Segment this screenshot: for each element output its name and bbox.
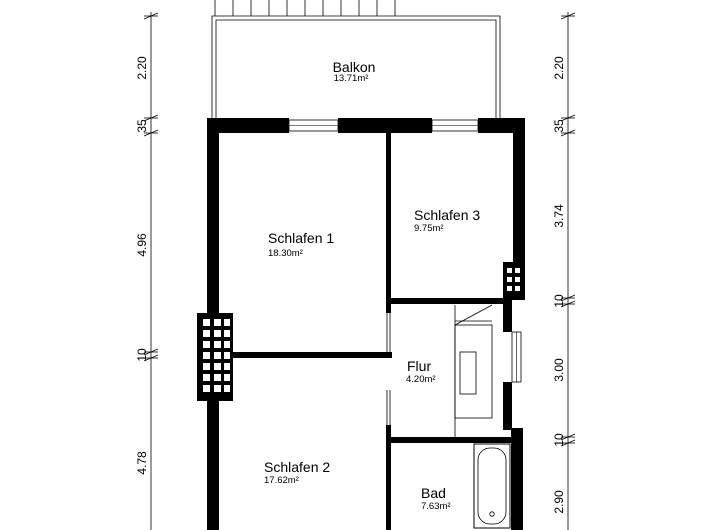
room-name-balkon: Balkon [333, 59, 376, 75]
room-name-bad: Bad [421, 485, 446, 501]
bathtub [473, 443, 511, 529]
door-openings [386, 299, 444, 442]
dim-right-1: 2.20 [552, 56, 566, 80]
room-area-schlafen-2: 17.62m² [264, 475, 299, 486]
dim-left-3: 4.96 [135, 233, 149, 257]
dimension-chain-right: 2.20 35 3.74 10 3.00 10 2.90 [552, 12, 576, 530]
windows [288, 119, 522, 383]
dimension-chain-left: 2.20 35 4.96 10 4.78 [135, 12, 159, 530]
dim-left-2: 35 [135, 119, 149, 133]
room-area-schlafen-1: 18.30m² [268, 248, 303, 259]
interior-walls [232, 133, 512, 530]
chimney-right [507, 268, 520, 291]
dim-right-5: 3.00 [552, 358, 566, 382]
balcony-railing [214, 0, 396, 16]
dim-left-5: 4.78 [135, 451, 149, 475]
room-area-flur: 4.20m² [406, 374, 436, 385]
dim-right-3: 3.74 [552, 204, 566, 228]
dim-left-4: 10 [135, 348, 149, 362]
room-name-schlafen-2: Schlafen 2 [264, 459, 330, 475]
room-area-schlafen-3: 9.75m² [414, 223, 444, 234]
balcony [211, 0, 501, 118]
dim-right-4: 10 [552, 294, 566, 308]
room-area-bad: 7.63m² [421, 501, 451, 512]
dim-right-6: 10 [552, 433, 566, 447]
dim-right-2: 35 [552, 119, 566, 133]
chimney-left [197, 313, 233, 401]
room-area-balkon: 13.71m² [334, 73, 369, 84]
room-name-flur: Flur [407, 358, 431, 374]
room-name-schlafen-1: Schlafen 1 [268, 230, 334, 246]
stair-hatch [454, 304, 493, 437]
dim-left-1: 2.20 [135, 56, 149, 80]
dim-right-7: 2.90 [552, 490, 566, 514]
room-name-schlafen-3: Schlafen 3 [414, 207, 480, 223]
